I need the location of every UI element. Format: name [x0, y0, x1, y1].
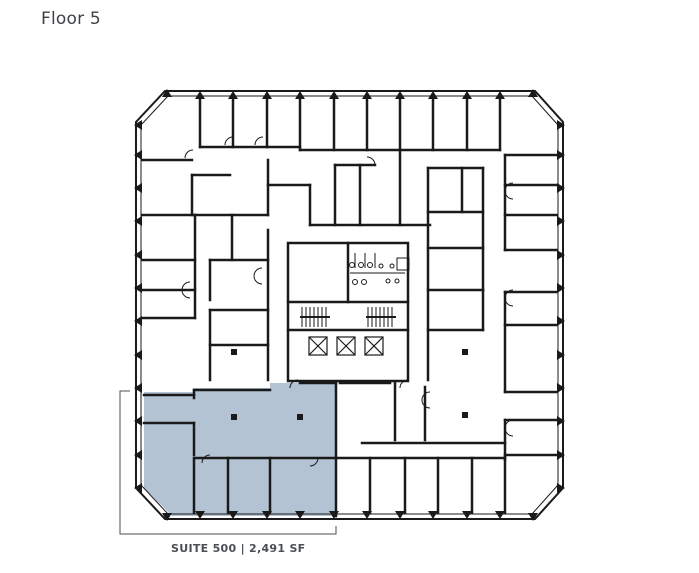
mullions [134, 89, 565, 521]
doors[interactable] [181, 136, 514, 467]
suite-500-label: SUITE 500 | 2,491 SF [171, 542, 306, 555]
stairs [300, 307, 396, 327]
columns [231, 349, 468, 420]
interior-walls [140, 95, 559, 518]
restroom-fixtures [349, 253, 410, 285]
suite-500-highlight[interactable] [144, 383, 336, 516]
suite-callout-bracket [119, 390, 337, 535]
floor-title: Floor 5 [41, 9, 101, 29]
elevators [308, 336, 384, 356]
